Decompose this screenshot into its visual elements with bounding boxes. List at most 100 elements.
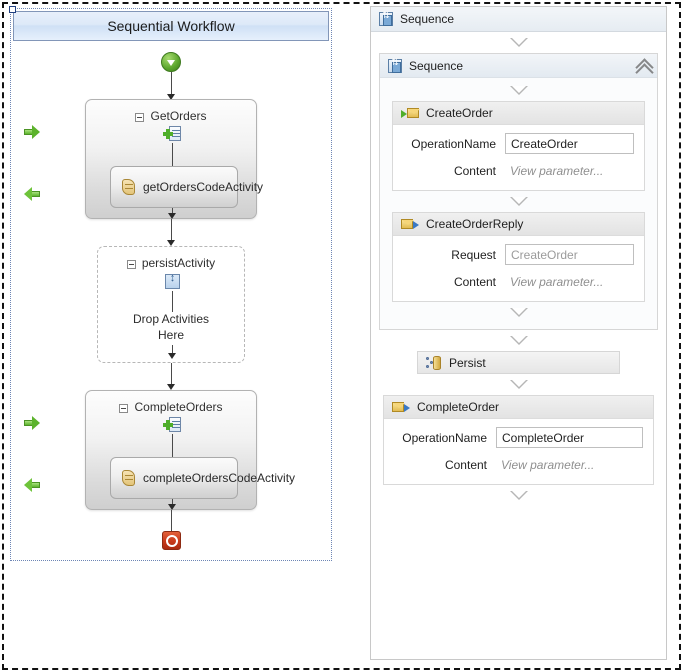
connector-arrowhead [168, 213, 176, 219]
collapse-expander-icon[interactable] [119, 403, 129, 413]
plus-shape [163, 129, 173, 139]
drop-connector[interactable] [371, 374, 666, 395]
inner-sequence[interactable]: Sequence CreateOrder [379, 53, 658, 330]
inner-sequence-body[interactable]: CreateOrder OperationName CreateOrder Co… [380, 78, 657, 329]
row-content-link[interactable]: View parameter... [510, 274, 604, 289]
dropzone-text-line2: Here [157, 328, 184, 342]
connector-line [171, 363, 172, 388]
connector-line [171, 510, 172, 532]
activity-completeorders-header: CompleteOrders [86, 400, 256, 414]
green-arrow-left-icon[interactable] [24, 187, 40, 201]
drop-connector[interactable] [380, 191, 657, 212]
root-sequence-label: Sequence [400, 12, 455, 26]
collapse-expander-icon[interactable] [135, 112, 145, 122]
row-content-label: Content [453, 274, 496, 289]
activity-completeorders[interactable]: CompleteOrders completeOrdersCodeActivit… [85, 390, 296, 510]
row-content: Content View parameter... [397, 160, 634, 181]
row-operationname: OperationName CreateOrder [397, 133, 634, 154]
chevron-double-up-icon[interactable] [636, 58, 651, 73]
drop-connector[interactable] [371, 330, 666, 351]
drop-connector[interactable] [371, 32, 666, 53]
dropzone-text-line1: Drop Activities [132, 312, 210, 326]
start-arrow-icon[interactable] [161, 52, 181, 72]
connector-line [172, 143, 173, 167]
stop-icon[interactable] [162, 531, 181, 550]
inner-sequence-label: Sequence [409, 58, 464, 73]
activity-createorderreply[interactable]: CreateOrderReply Request CreateOrder Con… [392, 212, 645, 302]
wf4-workflow-designer[interactable]: Sequence Sequence [370, 6, 667, 660]
activity-completeorders-label: CompleteOrders [134, 400, 223, 414]
activity-completeorderscodeactivity-label: completeOrdersCodeActivity [143, 470, 296, 485]
collapse-expander-icon[interactable] [126, 259, 136, 269]
root-sequence-header[interactable]: Sequence [371, 7, 666, 32]
connector-arrowhead [168, 353, 176, 359]
sequence-icon [379, 10, 393, 26]
row-content: Content View parameter... [397, 271, 634, 292]
sequence-add-icon [163, 417, 181, 433]
activity-createorderreply-rows: Request CreateOrder Content View paramet… [393, 236, 644, 301]
green-arrow-left-icon[interactable] [24, 478, 40, 492]
sequence-add-icon [163, 126, 181, 142]
activity-persist-label: Persist [449, 355, 486, 370]
row-request-input[interactable]: CreateOrder [505, 244, 634, 265]
row-content-label: Content [444, 457, 487, 472]
activity-getorderscodeactivity-label: getOrdersCodeActivity [143, 179, 264, 194]
drop-connector[interactable] [380, 302, 657, 323]
row-content-link[interactable]: View parameter... [501, 457, 595, 472]
connector-line [172, 291, 173, 312]
activity-getorders[interactable]: GetOrders getOrdersCodeActivity [85, 99, 264, 219]
send-message-icon [401, 218, 419, 231]
drop-triangle-icon [509, 308, 528, 317]
root-sequence-body[interactable]: Sequence CreateOrder [371, 32, 666, 506]
row-operationname-input[interactable]: CreateOrder [505, 133, 634, 154]
workflow-canvas[interactable]: GetOrders getOrdersCodeActivity [13, 42, 329, 559]
activity-createorder-rows: OperationName CreateOrder Content View p… [393, 125, 644, 190]
selection-handle[interactable] [9, 6, 16, 13]
activity-createorder[interactable]: CreateOrder OperationName CreateOrder Co… [392, 101, 645, 191]
receive-message-icon [401, 107, 420, 120]
activity-getorders-label: GetOrders [150, 109, 207, 123]
drop-triangle-icon [509, 336, 528, 345]
persist-icon [426, 355, 442, 370]
code-scroll-icon [121, 469, 137, 487]
row-content-link[interactable]: View parameter... [510, 163, 604, 178]
green-arrow-right-icon[interactable] [24, 125, 40, 139]
row-request-label: Request [451, 247, 496, 262]
activity-getorders-header: GetOrders [86, 109, 256, 123]
connector-line [171, 219, 172, 244]
row-content: Content View parameter... [388, 454, 643, 475]
connector-arrowhead [167, 94, 175, 100]
sequence-page-shape [169, 126, 181, 141]
green-arrow-right-icon[interactable] [24, 416, 40, 430]
persist-sync-icon [165, 272, 180, 289]
activity-getorderscodeactivity[interactable]: getOrdersCodeActivity [110, 166, 264, 208]
activity-persistactivity[interactable]: persistActivity Drop Activities Here [97, 246, 245, 363]
inner-sequence-header[interactable]: Sequence [380, 54, 657, 78]
drop-connector[interactable] [371, 485, 666, 506]
drop-triangle-icon [509, 38, 528, 47]
row-operationname-label: OperationName [411, 136, 496, 151]
sequence-icon [388, 57, 402, 73]
connector-line [172, 208, 173, 217]
row-content-label: Content [453, 163, 496, 178]
drop-triangle-icon [509, 197, 528, 206]
activity-persistactivity-label: persistActivity [141, 256, 216, 270]
activity-completeorder-label: CompleteOrder [417, 400, 500, 414]
drop-triangle-icon [509, 491, 528, 500]
connector-arrowhead [168, 504, 176, 510]
code-scroll-icon [121, 178, 137, 196]
drop-connector[interactable] [380, 80, 657, 101]
activity-persist[interactable]: Persist [417, 351, 620, 374]
activity-completeorder-header: CompleteOrder [384, 396, 653, 419]
connector-line [172, 434, 173, 458]
row-operationname-input[interactable]: CompleteOrder [496, 427, 643, 448]
sequential-workflow-designer[interactable]: Sequential Workflow GetOrders [10, 8, 332, 561]
activity-completeorder[interactable]: CompleteOrder OperationName CompleteOrde… [383, 395, 654, 485]
connector-arrowhead [167, 384, 175, 390]
activity-completeorderscodeactivity[interactable]: completeOrdersCodeActivity [110, 457, 296, 499]
connector-line [172, 499, 173, 508]
connector-line [171, 72, 172, 97]
connector-line [172, 345, 173, 357]
workflow-title-bar[interactable]: Sequential Workflow [13, 11, 329, 41]
